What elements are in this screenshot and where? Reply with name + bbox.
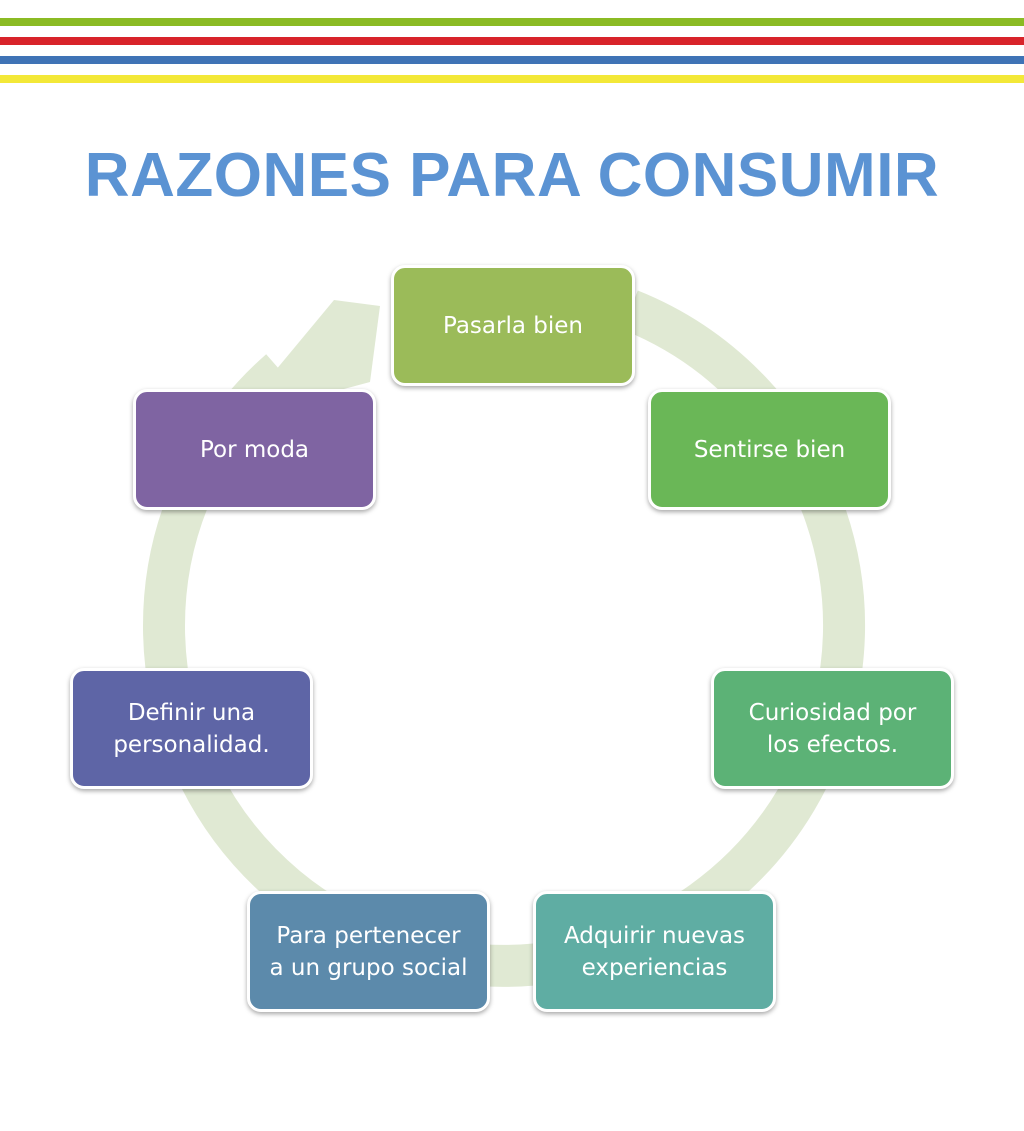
cycle-node-sentirse-bien: Sentirse bien	[648, 389, 891, 510]
cycle-node-label: Pasarla bien	[443, 312, 583, 339]
cycle-node-label: Para pertenecer a un grupo social	[269, 922, 468, 981]
stripe-yellow	[0, 75, 1024, 83]
cycle-node-pasarla-bien: Pasarla bien	[391, 265, 635, 386]
stripe-green	[0, 18, 1024, 26]
cycle-node-label: Curiosidad por los efectos.	[748, 699, 917, 758]
cycle-node-personalidad: Definir una personalidad.	[70, 668, 313, 789]
cycle-node-label: Definir una personalidad.	[113, 699, 270, 758]
stripe-red	[0, 37, 1024, 45]
cycle-node-label: Adquirir nuevas experiencias	[563, 922, 746, 981]
cycle-node-label: Por moda	[199, 436, 310, 463]
cycle-ring-arrowhead	[236, 300, 380, 418]
cycle-node-grupo-social: Para pertenecer a un grupo social	[247, 891, 490, 1012]
cycle-node-curiosidad: Curiosidad por los efectos.	[711, 668, 954, 789]
cycle-node-por-moda: Por moda	[133, 389, 376, 510]
page-title: RAZONES PARA CONSUMIR	[84, 141, 940, 210]
stripe-blue	[0, 56, 1024, 64]
cycle-node-nuevas-experiencias: Adquirir nuevas experiencias	[533, 891, 776, 1012]
cycle-node-label: Sentirse bien	[693, 436, 846, 463]
